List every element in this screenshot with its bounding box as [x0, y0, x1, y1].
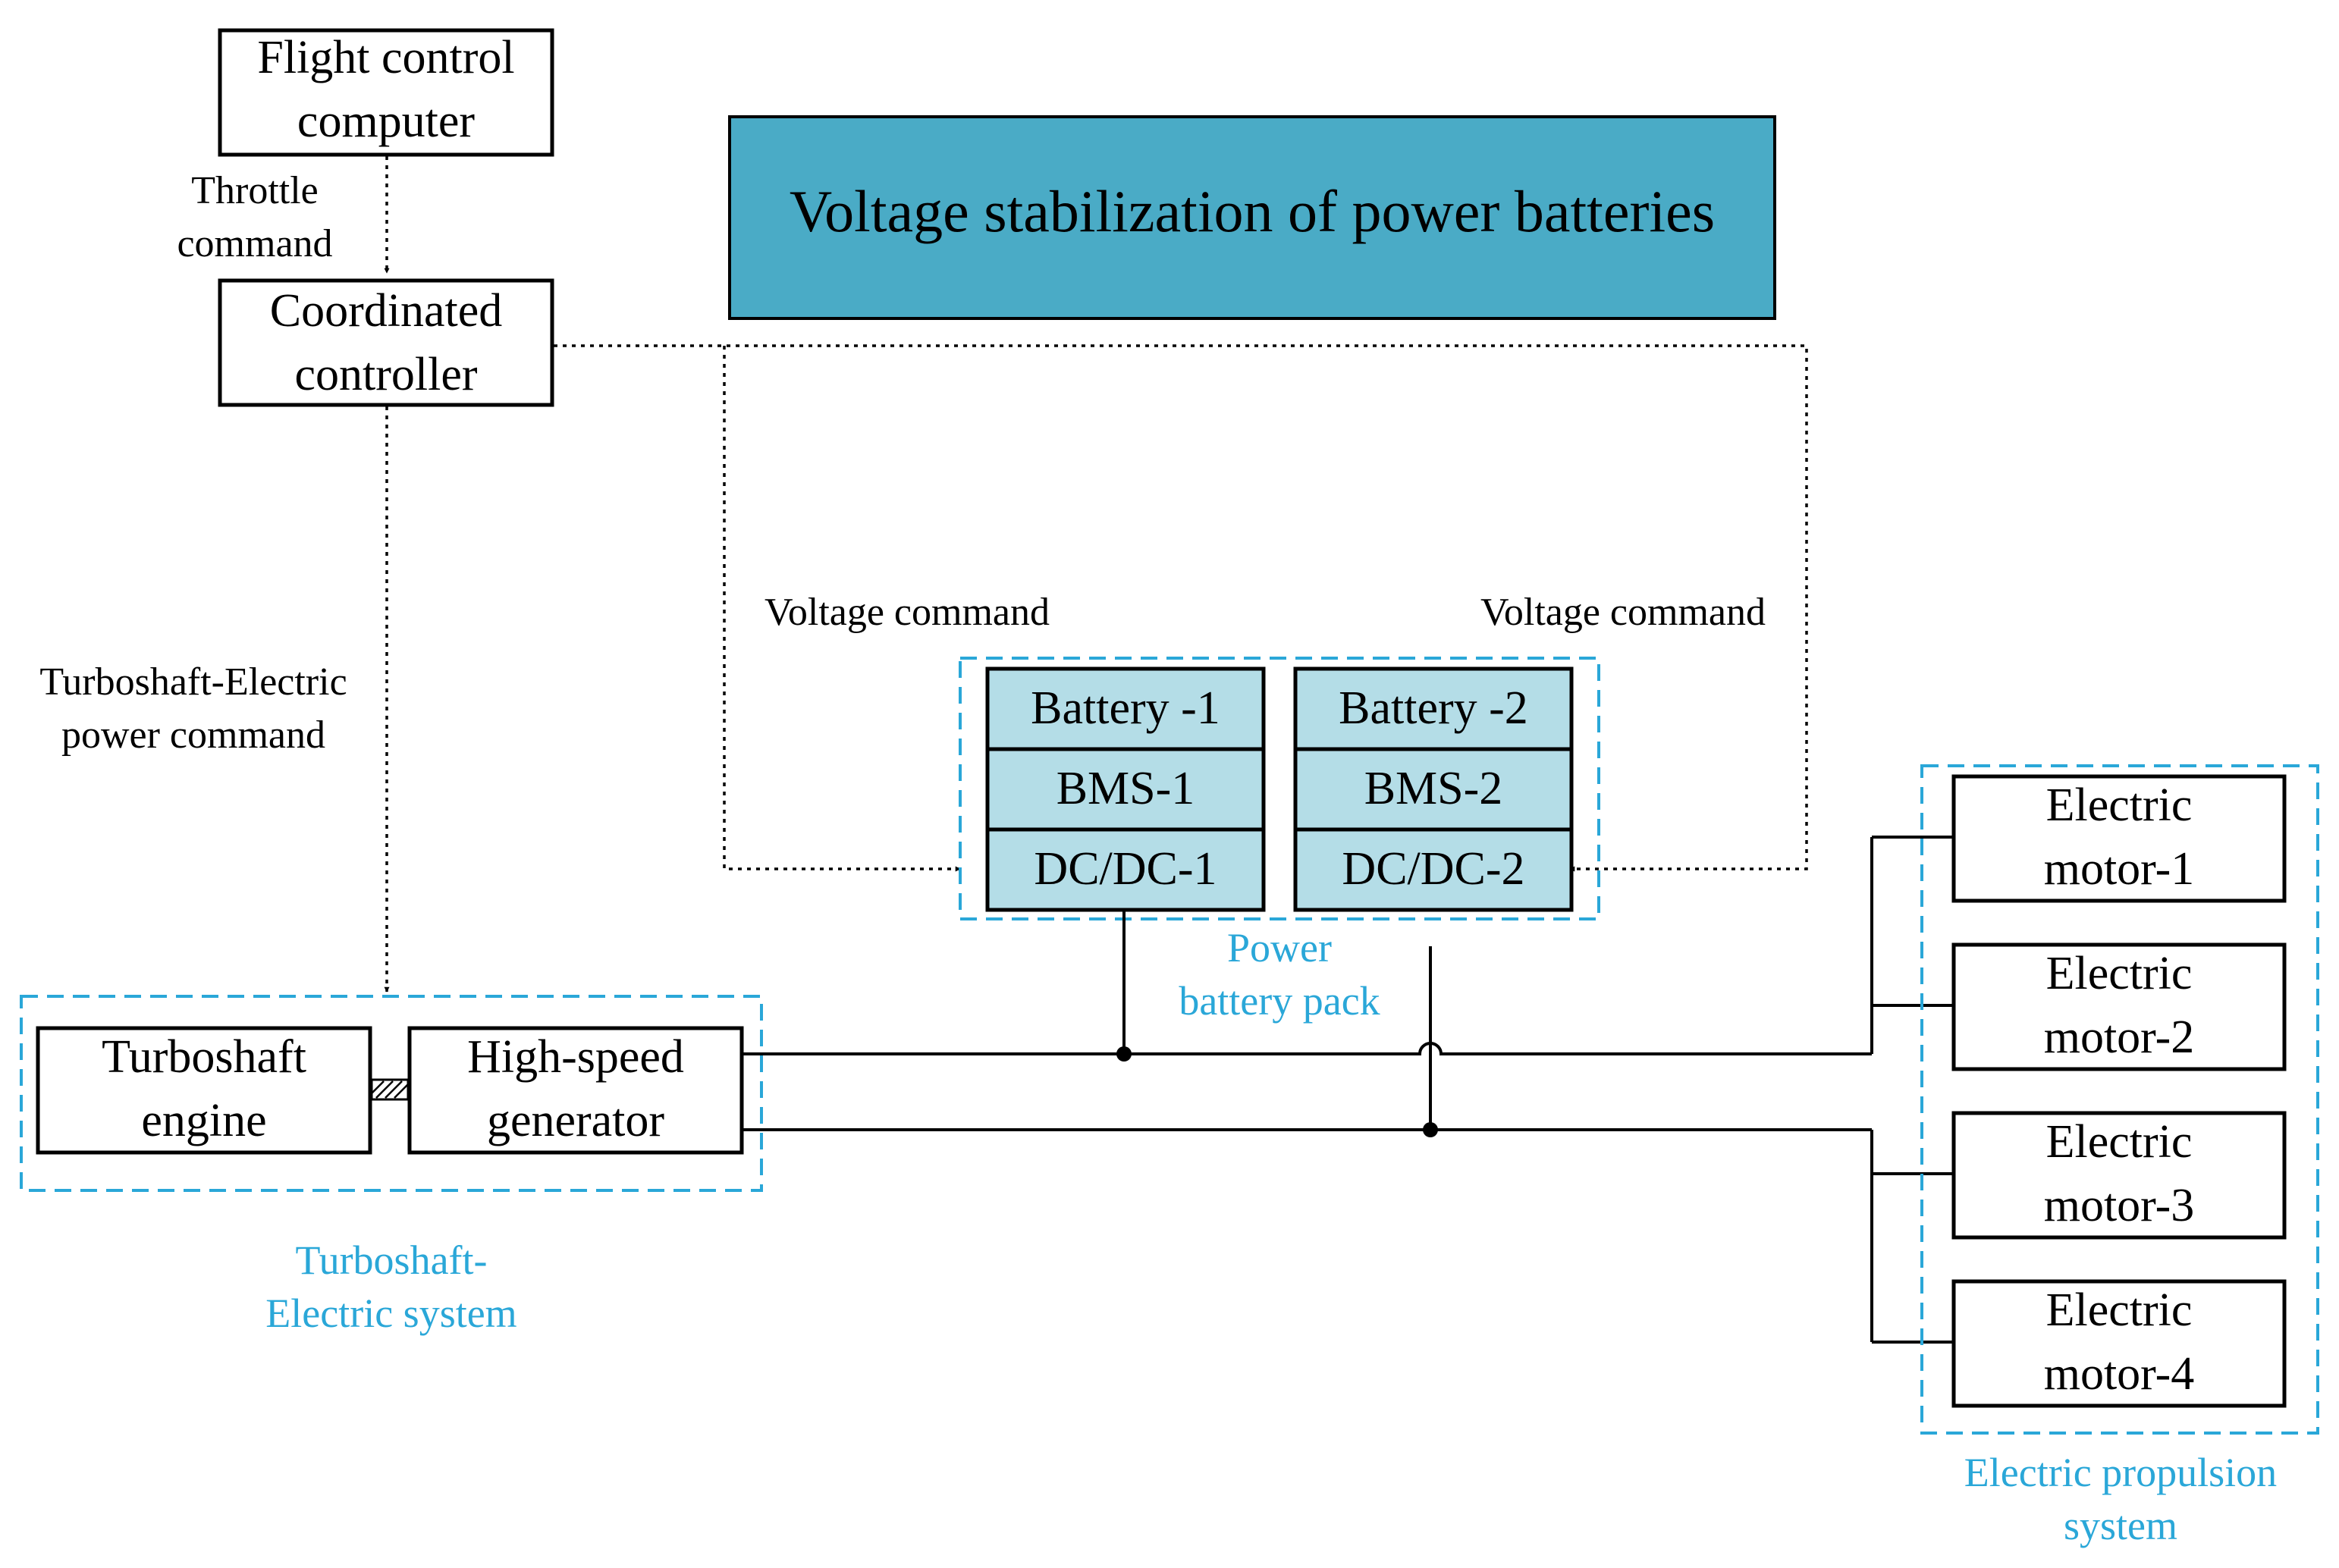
voltage-command-left-label: Voltage command — [764, 591, 1050, 634]
voltage-command-right-line — [554, 344, 1808, 872]
flight-control-label-line1: Flight control — [257, 32, 514, 83]
title-block: Voltage stabilization of power batteries — [728, 115, 1776, 320]
dcdc-1-cell — [985, 827, 1266, 912]
dcdc-1-label: DC/DC-1 — [1034, 843, 1217, 895]
junction-dot — [1116, 1046, 1132, 1062]
turboshaft-engine-block: Turboshaft engine — [36, 1026, 372, 1155]
coordinated-controller-line2: controller — [294, 349, 477, 400]
propulsion-label-line2: system — [2064, 1503, 2177, 1548]
shaft-coupling — [370, 1078, 410, 1101]
flight-control-computer-block: Flight control computer — [218, 28, 554, 157]
generator-line2: generator — [487, 1095, 664, 1146]
battery-1-cell — [985, 666, 1266, 751]
motor-4-box — [1951, 1279, 2287, 1408]
generator-box — [407, 1026, 744, 1155]
propulsion-label-line1: Electric propulsion — [1964, 1450, 2277, 1495]
motor-1-line1: Electric — [2046, 779, 2193, 831]
turboshaft-engine-line2: engine — [141, 1095, 266, 1146]
battery-pack-label-line1: Power — [1227, 925, 1332, 971]
flight-control-computer-box — [218, 28, 554, 157]
battery-1-label: Battery -1 — [1031, 682, 1220, 734]
dcdc-2-cell — [1293, 827, 1574, 912]
motor-1-box — [1951, 774, 2287, 903]
motor-2-box — [1951, 942, 2287, 1071]
generator-line1: High-speed — [467, 1031, 684, 1083]
motor-3-box — [1951, 1111, 2287, 1240]
motor-2-line1: Electric — [2046, 948, 2193, 999]
power-command-label-line2: power command — [61, 713, 325, 757]
motor-1-line2: motor-1 — [2044, 843, 2195, 895]
throttle-label-line1: Throttle — [191, 169, 319, 212]
motor-4-block: Electric motor-4 — [1951, 1279, 2287, 1408]
voltage-command-left-line — [723, 346, 961, 872]
throttle-label-line2: command — [177, 222, 332, 265]
turboshaft-system-label-line2: Electric system — [265, 1290, 516, 1336]
battery-pack-label-line2: battery pack — [1179, 978, 1380, 1024]
title-box — [728, 115, 1776, 320]
coordinated-controller-box — [218, 278, 554, 407]
battery-stack-1: Battery -1 BMS-1 DC/DC-1 — [985, 666, 1266, 912]
dcdc-2-label: DC/DC-2 — [1342, 843, 1524, 895]
propulsion-group-outline — [1920, 764, 2319, 1435]
motor-3-block: Electric motor-3 — [1951, 1111, 2287, 1240]
junction-dot — [1423, 1122, 1438, 1137]
motor-3-line2: motor-3 — [2044, 1180, 2195, 1231]
motor-3-line1: Electric — [2046, 1116, 2193, 1168]
motor-2-block: Electric motor-2 — [1951, 942, 2287, 1071]
turboshaft-group-outline — [20, 995, 763, 1192]
bms-2-label: BMS-2 — [1364, 763, 1503, 814]
turboshaft-engine-line1: Turboshaft — [102, 1031, 306, 1083]
battery-2-label: Battery -2 — [1339, 682, 1528, 734]
diagram-title: Voltage stabilization of power batteries — [790, 178, 1715, 244]
turboshaft-engine-box — [36, 1026, 372, 1155]
battery-pack-group-outline — [959, 657, 1600, 920]
motor-4-line1: Electric — [2046, 1284, 2193, 1336]
coordinated-controller-block: Coordinated controller — [218, 278, 554, 407]
motor-1-block: Electric motor-1 — [1951, 774, 2287, 903]
coordinated-controller-line1: Coordinated — [270, 285, 503, 337]
generator-block: High-speed generator — [407, 1026, 744, 1155]
bms-1-label: BMS-1 — [1056, 763, 1195, 814]
motor-2-line2: motor-2 — [2044, 1011, 2195, 1063]
battery-2-cell — [1293, 666, 1574, 751]
bms-2-cell — [1293, 747, 1574, 832]
power-command-label-line1: Turboshaft-Electric — [39, 660, 347, 704]
battery-stack-2: Battery -2 BMS-2 DC/DC-2 — [1293, 666, 1574, 912]
turboshaft-system-label-line1: Turboshaft- — [295, 1237, 487, 1283]
shaft-coupling-hatch — [371, 1080, 409, 1099]
motor-4-line2: motor-4 — [2044, 1348, 2195, 1400]
flight-control-label-line2: computer — [297, 96, 475, 147]
dc-bus-positive — [743, 1042, 1872, 1055]
voltage-command-right-label: Voltage command — [1480, 591, 1766, 634]
